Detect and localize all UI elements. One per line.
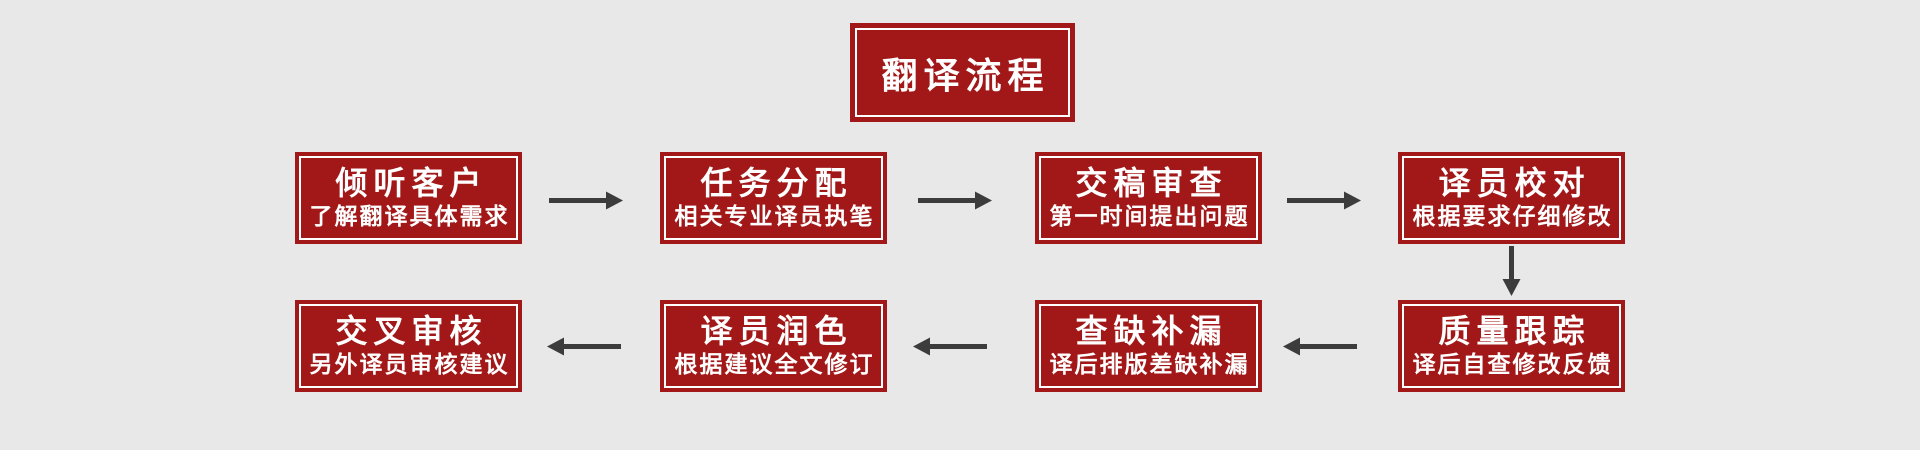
node-inner-frame: 交稿审查 第一时间提出问题 [1039, 156, 1258, 240]
node-inner-frame: 译员润色 根据建议全文修订 [664, 304, 883, 388]
node-gap-checking: 查缺补漏 译后排版差缺补漏 [1035, 300, 1262, 392]
arrow-right-icon [918, 191, 992, 210]
node-title: 译员校对 [1438, 163, 1591, 202]
arrow-right-icon [549, 191, 623, 210]
arrow-down-icon [1502, 246, 1521, 296]
node-subtitle: 根据建议全文修订 [674, 351, 875, 378]
arrow-left-icon [1283, 337, 1357, 356]
node-inner-frame: 任务分配 相关专业译员执笔 [664, 156, 883, 240]
node-submission-review: 交稿审查 第一时间提出问题 [1035, 152, 1262, 244]
node-subtitle: 了解翻译具体需求 [309, 203, 510, 230]
node-title: 查缺补漏 [1075, 311, 1228, 350]
node-subtitle: 相关专业译员执笔 [674, 203, 875, 230]
arrow-right-icon [1287, 191, 1361, 210]
node-task-assignment: 任务分配 相关专业译员执笔 [660, 152, 887, 244]
node-listen-customers: 倾听客户 了解翻译具体需求 [295, 152, 522, 244]
node-title: 译员润色 [700, 311, 853, 350]
node-inner-frame: 查缺补漏 译后排版差缺补漏 [1039, 304, 1258, 388]
node-translator-polishing: 译员润色 根据建议全文修订 [660, 300, 887, 392]
title-inner-frame: 翻译流程 [855, 28, 1070, 117]
node-title: 交叉审核 [335, 311, 488, 350]
node-subtitle: 根据要求仔细修改 [1412, 203, 1613, 230]
node-title: 倾听客户 [335, 163, 488, 202]
node-subtitle: 译后排版差缺补漏 [1049, 351, 1250, 378]
node-inner-frame: 倾听客户 了解翻译具体需求 [299, 156, 518, 240]
node-quality-tracking: 质量跟踪 译后自查修改反馈 [1398, 300, 1625, 392]
node-translator-proofreading: 译员校对 根据要求仔细修改 [1398, 152, 1625, 244]
arrow-left-icon [913, 337, 987, 356]
node-inner-frame: 质量跟踪 译后自查修改反馈 [1402, 304, 1621, 388]
node-title: 任务分配 [700, 163, 853, 202]
node-title: 交稿审查 [1075, 163, 1228, 202]
flowchart-title-box: 翻译流程 [850, 23, 1075, 122]
node-inner-frame: 交叉审核 另外译员审核建议 [299, 304, 518, 388]
node-title: 质量跟踪 [1438, 311, 1591, 350]
node-subtitle: 第一时间提出问题 [1049, 203, 1250, 230]
flowchart-title: 翻译流程 [881, 55, 1050, 97]
node-cross-review: 交叉审核 另外译员审核建议 [295, 300, 522, 392]
node-subtitle: 另外译员审核建议 [309, 351, 510, 378]
arrow-left-icon [547, 337, 621, 356]
node-inner-frame: 译员校对 根据要求仔细修改 [1402, 156, 1621, 240]
node-subtitle: 译后自查修改反馈 [1412, 351, 1613, 378]
